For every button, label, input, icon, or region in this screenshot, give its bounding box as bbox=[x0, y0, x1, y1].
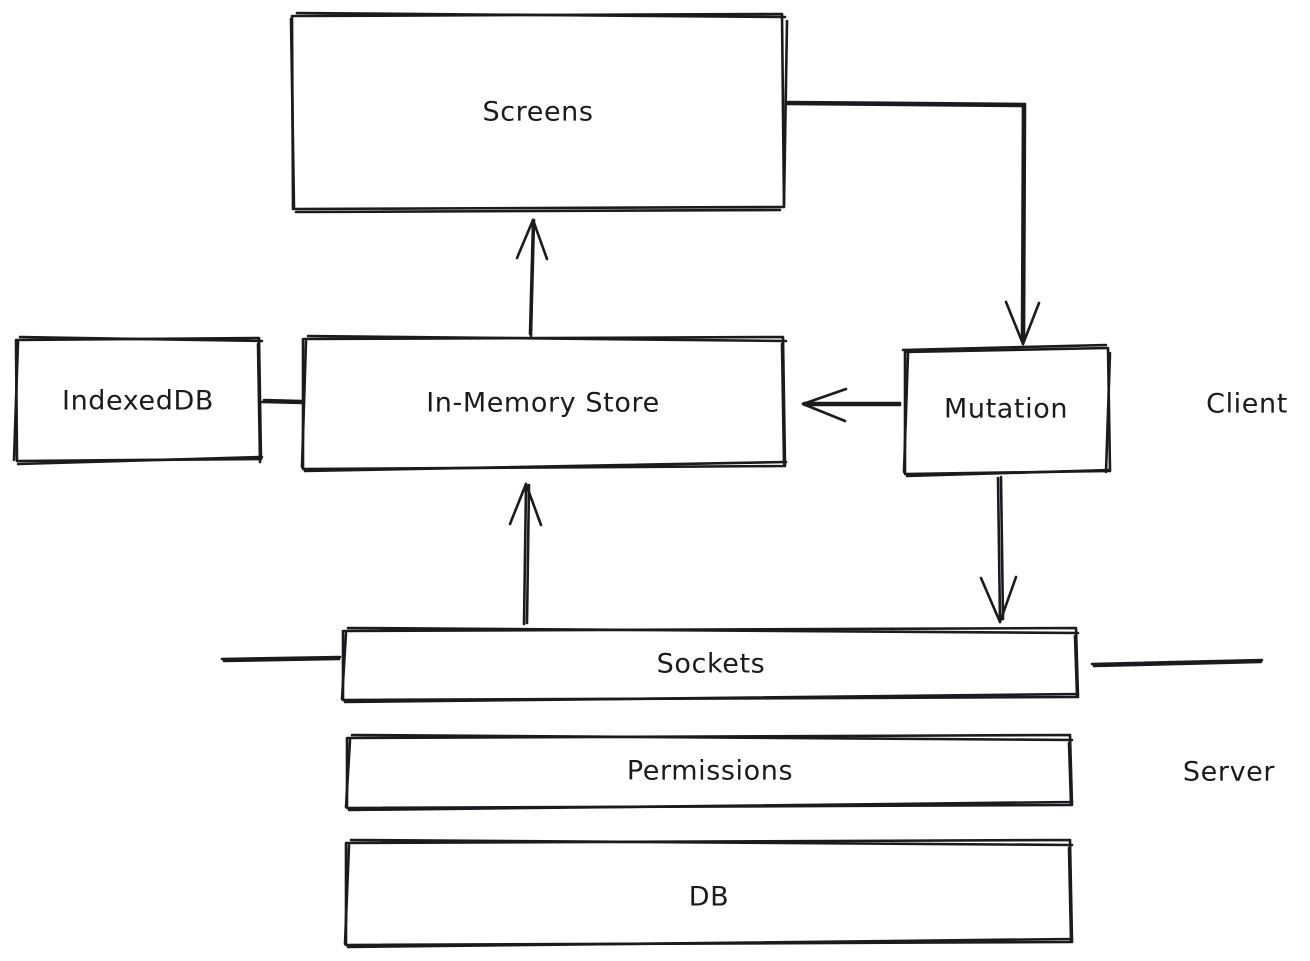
node-sockets[interactable] bbox=[342, 628, 1078, 700]
node-mutation[interactable] bbox=[903, 348, 1110, 474]
edge-mutation-to-store bbox=[801, 387, 902, 423]
screens-box-outline bbox=[289, 11, 789, 214]
sockets-box-outline bbox=[340, 626, 1080, 704]
zone-label-server: Server bbox=[1182, 756, 1276, 788]
edge-mutation-to-sockets bbox=[979, 475, 1018, 624]
node-db[interactable] bbox=[345, 840, 1072, 945]
indexeddb-box-outline bbox=[12, 335, 264, 466]
node-indexeddb[interactable] bbox=[14, 337, 262, 462]
node-screens[interactable] bbox=[292, 13, 785, 209]
node-in-memory-store[interactable] bbox=[302, 336, 785, 469]
in-memory-store-box-outline bbox=[300, 334, 788, 473]
boundary-divider-right bbox=[1090, 658, 1264, 668]
edge-store-to-screens bbox=[515, 218, 549, 338]
edge-screens-to-mutation bbox=[784, 100, 1041, 346]
mutation-box-outline bbox=[901, 343, 1112, 478]
edge-sockets-to-store bbox=[508, 482, 543, 626]
permissions-box-outline bbox=[344, 733, 1074, 812]
node-permissions[interactable] bbox=[346, 735, 1072, 808]
edge-indexeddb-to-store bbox=[260, 398, 305, 405]
db-box-outline bbox=[343, 838, 1074, 949]
zone-label-client: Client bbox=[1206, 388, 1288, 420]
boundary-divider-left bbox=[220, 655, 342, 663]
